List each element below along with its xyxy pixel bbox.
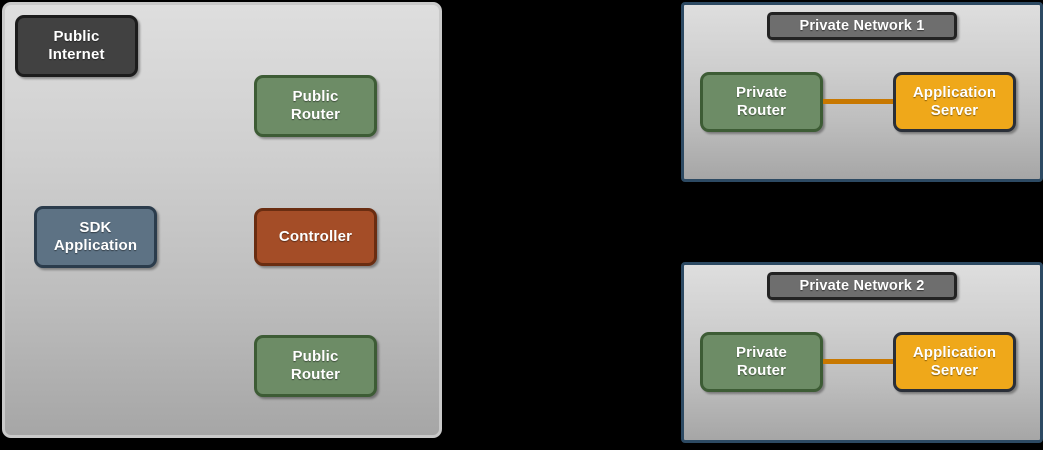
node-public-internet-label: Public Internet: [48, 27, 105, 63]
node-public-router-top-label: Public Router: [290, 87, 341, 123]
private-network-1-title-label: Private Network 1: [799, 18, 925, 34]
node-private-router-1-label: Private Router: [735, 83, 788, 119]
node-public-router-top[interactable]: Public Router: [254, 75, 377, 137]
node-private-router-2[interactable]: Private Router: [700, 332, 823, 392]
node-public-router-bottom[interactable]: Public Router: [254, 335, 377, 397]
node-application-server-1-label: Application Server: [912, 83, 997, 119]
private-network-1-title: Private Network 1: [767, 12, 957, 40]
node-application-server-2-label: Application Server: [912, 343, 997, 379]
node-private-router-2-label: Private Router: [735, 343, 788, 379]
node-controller[interactable]: Controller: [254, 208, 377, 266]
node-application-server-1[interactable]: Application Server: [893, 72, 1016, 132]
private-network-2-title-label: Private Network 2: [799, 278, 925, 294]
link-private-router-1-to-application-server-1: [823, 99, 893, 104]
node-controller-label: Controller: [278, 227, 353, 245]
node-private-router-1[interactable]: Private Router: [700, 72, 823, 132]
node-public-internet[interactable]: Public Internet: [15, 15, 138, 77]
public-zone-panel: Public Internet Public Router SDK Applic…: [2, 2, 442, 438]
link-private-router-2-to-application-server-2: [823, 359, 893, 364]
node-public-router-bottom-label: Public Router: [290, 347, 341, 383]
node-application-server-2[interactable]: Application Server: [893, 332, 1016, 392]
node-sdk-application-label: SDK Application: [53, 218, 138, 254]
node-sdk-application[interactable]: SDK Application: [34, 206, 157, 268]
private-network-2-title: Private Network 2: [767, 272, 957, 300]
